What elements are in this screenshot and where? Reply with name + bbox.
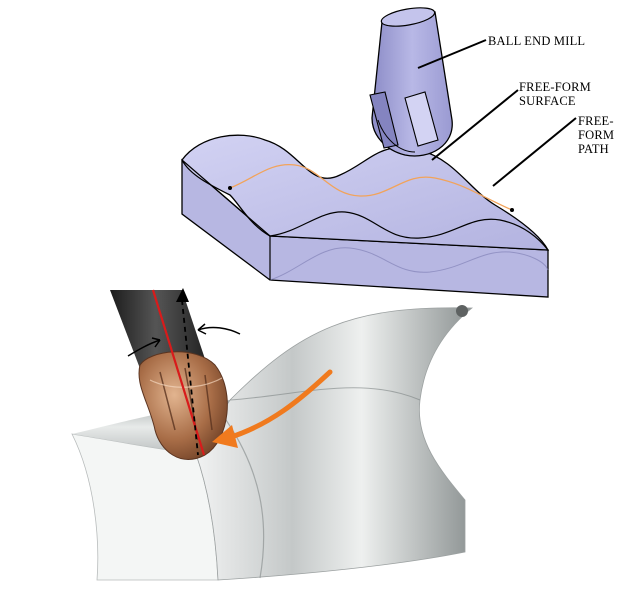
ball-end-mill-icon [369,7,453,157]
toolpath-curve-icon [229,164,513,211]
label-free-form-surface: FREE-FORM SURFACE [519,80,591,108]
free-form-block-icon [181,134,550,298]
tool-axis-arrow-icon [181,299,199,456]
label-free-form-path-line2: FORM [578,128,615,142]
label-free-form-path-line1: FREE- [578,114,614,128]
path-start-dot [228,186,232,190]
cutting-tool-icon [110,290,228,460]
label-free-form-path: FREE- FORM PATH [578,114,614,156]
axis-arrowhead [176,288,189,302]
label-free-form-surface-line1: FREE-FORM [519,80,591,94]
leader-ball-end-mill [417,39,487,69]
corner-marker [456,305,468,317]
label-ball-end-mill: BALL END MILL [488,34,586,48]
leader-free-form-surface [431,89,519,161]
metal-surface-icon [71,303,474,581]
label-free-form-surface-line2: SURFACE [519,94,576,108]
leader-free-form-path [492,117,577,187]
label-free-form-path-line3: PATH [578,142,609,156]
curved-arrow-icon [225,369,333,441]
tilt-arrow-icon [197,326,241,335]
tilt-arrow-left [127,339,161,357]
curved-arrow-head [212,425,238,448]
path-end-dot [510,208,514,212]
